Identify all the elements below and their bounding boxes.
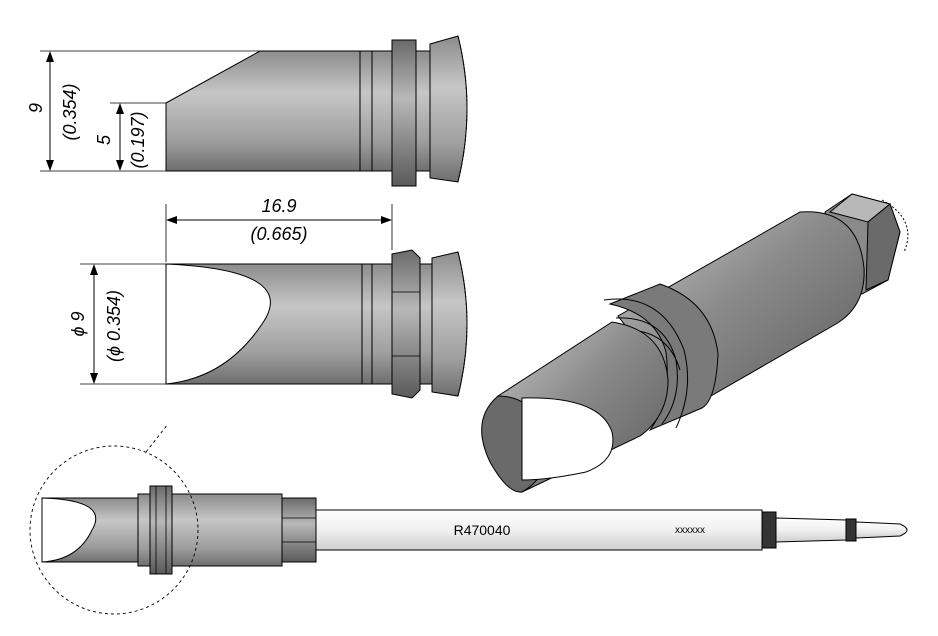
part-code-label: xxxxxx: [675, 525, 705, 536]
top-view: [165, 249, 468, 399]
dimension-length: 16.9 (0.665): [165, 196, 393, 262]
detail-leader-line: [145, 423, 169, 453]
full-tip-view: R470040 xxxxxx: [29, 423, 908, 615]
dimension-height: 9 (0.354) 5 (0.197): [26, 50, 260, 172]
length-label: 16.9: [261, 196, 296, 216]
height-face-label: 5: [94, 134, 114, 145]
height-total-label: 9: [26, 103, 46, 113]
height-face-inch-label: (0.197): [128, 111, 148, 168]
dimension-diameter: ϕ 9 (ϕ 0.354): [68, 263, 166, 385]
length-inch-label: (0.665): [250, 224, 307, 244]
diameter-inch-label: (ϕ 0.354): [104, 290, 124, 362]
detail-circle: [29, 445, 199, 615]
isometric-view: [481, 193, 909, 493]
side-view: [165, 35, 468, 187]
diameter-label: ϕ 9: [68, 311, 88, 336]
height-total-inch-label: (0.354): [60, 83, 80, 140]
part-number-label: R470040: [454, 522, 511, 538]
